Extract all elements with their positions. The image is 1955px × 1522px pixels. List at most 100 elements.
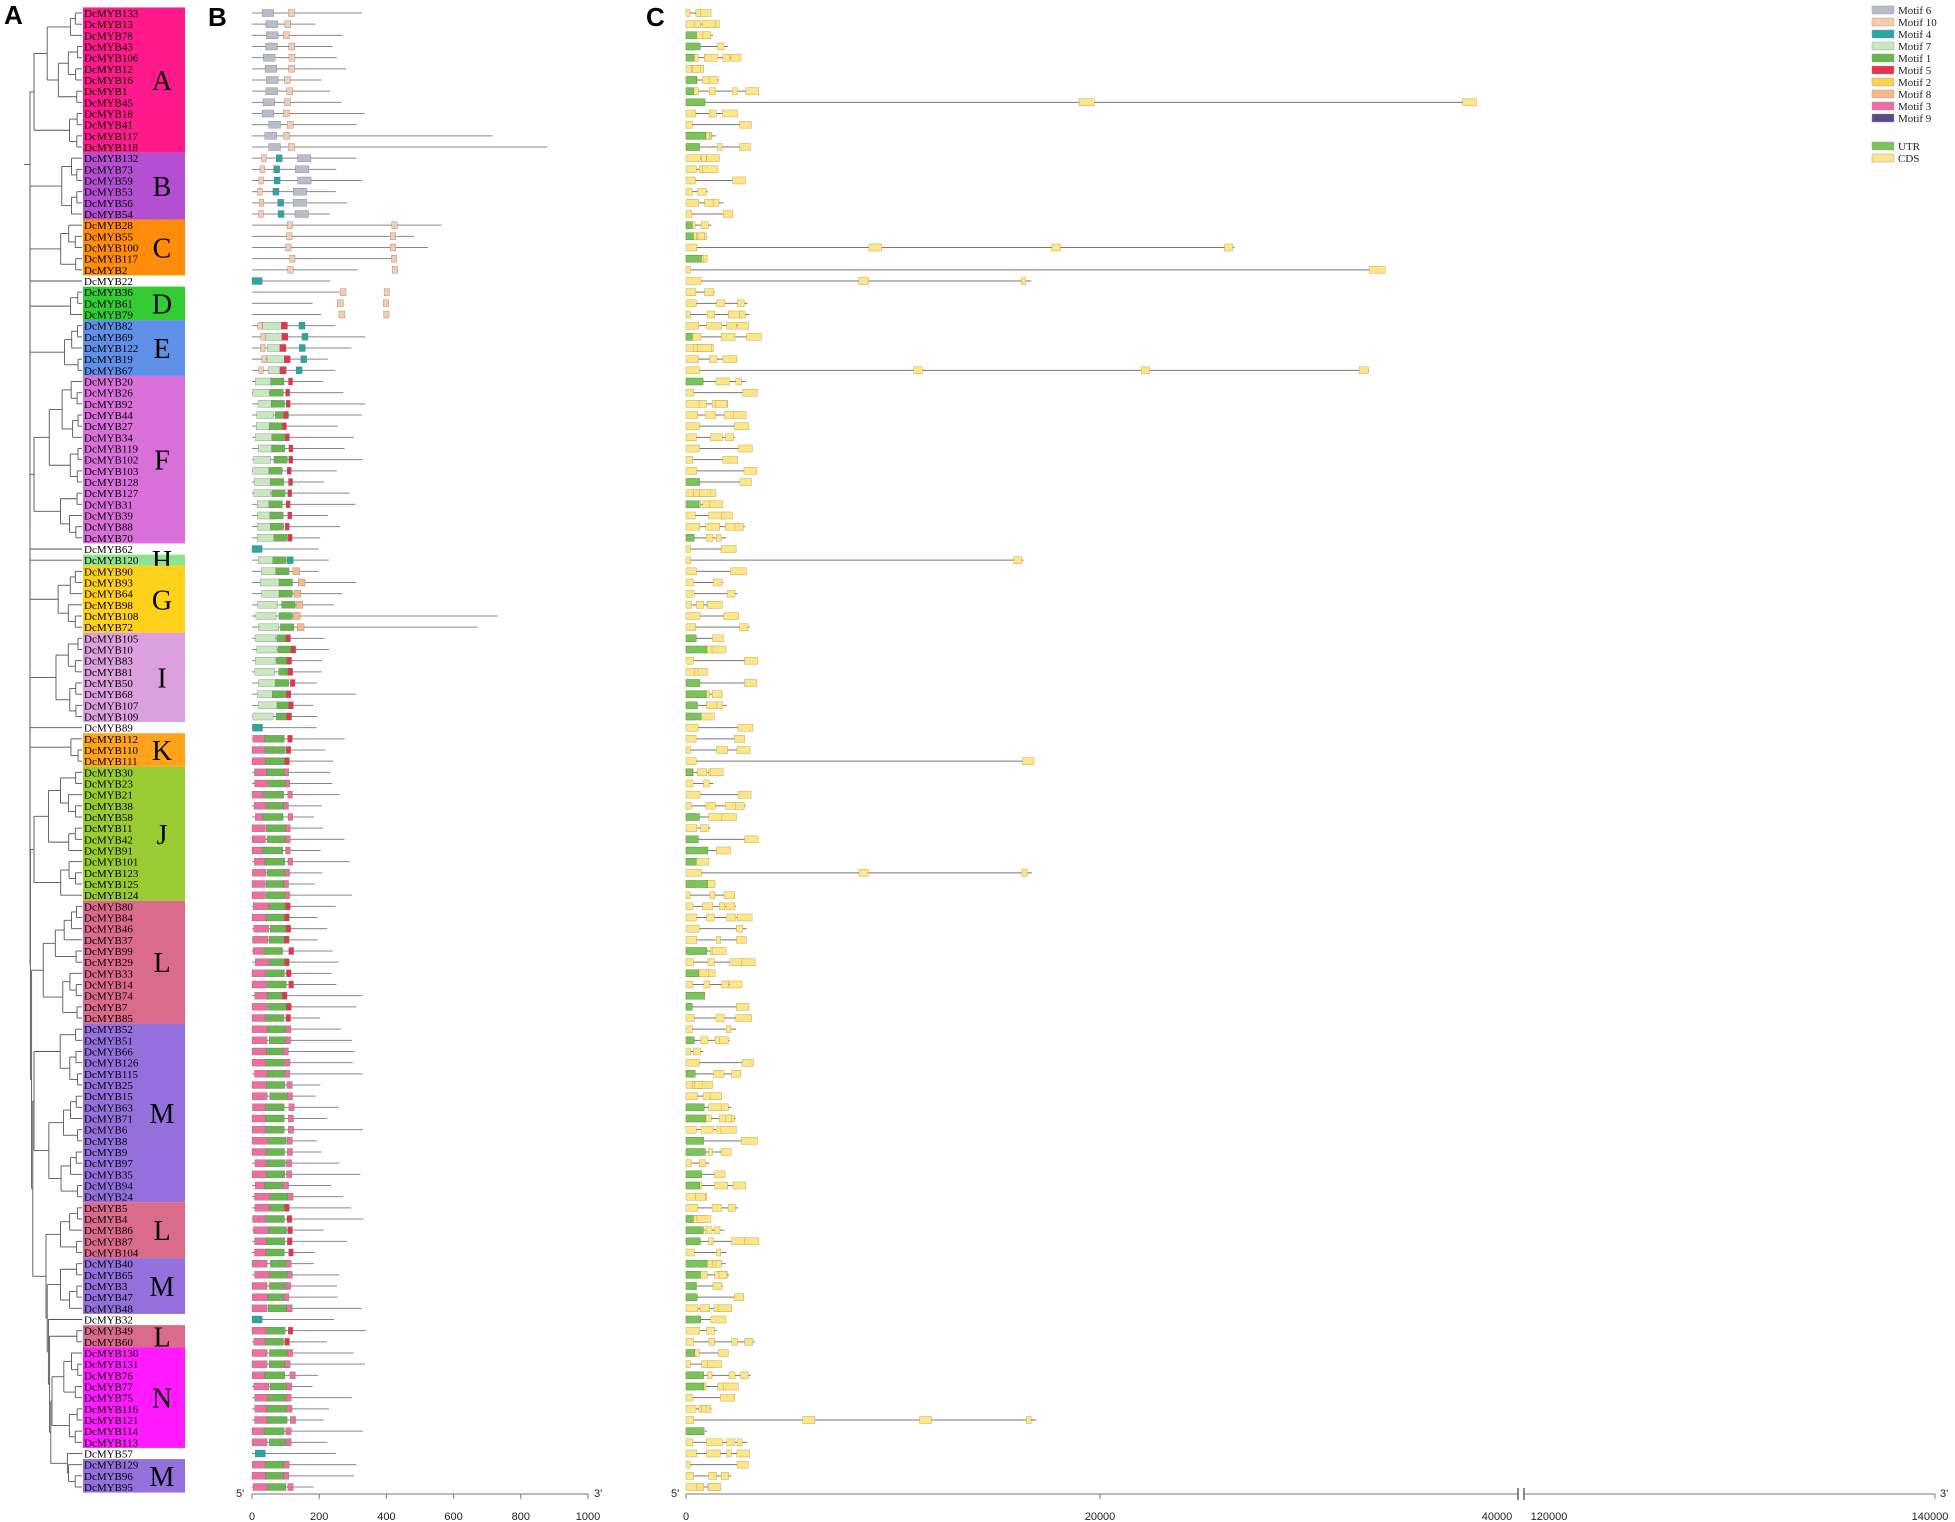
structure-row: [685, 991, 706, 1000]
structure-row: [685, 623, 750, 631]
motif-row: [252, 444, 345, 453]
structure-row: [685, 936, 747, 944]
svg-text:Motif 3: Motif 3: [1898, 101, 1932, 113]
motif-row: [251, 545, 319, 553]
structure-tick-40000: 40000: [1482, 1511, 1513, 1522]
gene-label: DcMYB115: [84, 1069, 138, 1081]
gene-label: DcMYB123: [84, 868, 139, 880]
motif-row: [252, 578, 357, 587]
motif-row: [251, 1349, 354, 1357]
structure-row: [685, 1170, 726, 1179]
gene-label: DcMYB93: [84, 578, 133, 590]
structure-row: [685, 1282, 723, 1290]
motif-axis-start: 5': [236, 1488, 244, 1500]
structure-row: [685, 1271, 729, 1279]
motif-row: [252, 701, 314, 709]
structure-row: [685, 601, 723, 609]
gene-label: DcMYB79: [84, 310, 133, 322]
motif-row: [252, 143, 548, 151]
panel-letter-c: C: [646, 2, 665, 32]
gene-label: DcMYB69: [84, 332, 133, 344]
structure-row: [685, 199, 724, 207]
structure-row: [685, 824, 711, 832]
gene-label: DcMYB121: [84, 1415, 138, 1427]
motif-row: [251, 846, 321, 855]
structure-row: [685, 377, 746, 386]
motif-row: [252, 802, 322, 810]
structure-tick-120000: 120000: [1531, 1511, 1568, 1522]
gene-label: DcMYB78: [84, 30, 133, 42]
clade-block-13: [83, 766, 185, 901]
gene-label: DcMYB74: [84, 991, 133, 1003]
structure-row: [685, 277, 1032, 285]
structure-row: [685, 187, 708, 196]
motif-row: [252, 1226, 324, 1234]
structure-row: [685, 656, 759, 665]
gene-label: DcMYB98: [84, 600, 133, 612]
clade-label-17: M: [150, 1272, 175, 1303]
gene-label: DcMYB106: [84, 53, 139, 65]
gene-label: DcMYB60: [84, 1337, 133, 1349]
gene-label: DcMYB105: [84, 633, 139, 645]
gene-label: DcMYB82: [84, 321, 133, 333]
structure-row: [685, 1393, 735, 1402]
legend-item: Motif 3: [1871, 101, 1932, 113]
clade-label-9: G: [152, 585, 172, 616]
structure-row: [685, 690, 723, 698]
motif-row: [251, 969, 332, 977]
structure-row: [685, 1014, 752, 1022]
structure-row: [685, 1360, 722, 1368]
structure-row: [685, 411, 747, 419]
motif-row: [252, 1181, 331, 1190]
motif-row: [251, 746, 326, 754]
clade-block-16: [83, 1202, 185, 1259]
structure-row: [685, 567, 747, 576]
motif-row: [252, 65, 347, 73]
gene-label: DcMYB100: [84, 243, 139, 255]
structure-row: [685, 53, 742, 62]
svg-text:Motif 8: Motif 8: [1898, 89, 1932, 101]
structure-row: [685, 1483, 722, 1491]
motif-row: [252, 54, 337, 62]
motif-row: [252, 1449, 336, 1458]
motif-row: [252, 76, 322, 84]
structure-row: [685, 1315, 727, 1324]
structure-row: [685, 1070, 742, 1078]
structure-row: [685, 154, 720, 162]
motif-row: [252, 489, 350, 497]
structure-row: [685, 310, 750, 319]
structure-row: [685, 802, 746, 810]
motif-row: [251, 1472, 355, 1480]
structure-row: [685, 1137, 758, 1145]
gene-label: DcMYB54: [84, 209, 133, 221]
structure-row: [685, 266, 1386, 274]
motif-row: [252, 221, 442, 229]
motif-row: [252, 165, 337, 173]
structure-row: [685, 20, 720, 28]
motif-row: [251, 1304, 362, 1312]
structure-row: [685, 355, 738, 363]
motif-row: [251, 1114, 327, 1123]
structure-row: [685, 344, 714, 352]
gene-label: DcMYB89: [84, 723, 133, 735]
structure-row: [685, 1047, 704, 1056]
gene-label: DcMYB97: [84, 1158, 133, 1170]
structure-row: [685, 1349, 729, 1357]
gene-label: DcMYB88: [84, 522, 133, 534]
legend-item: Motif 9: [1871, 113, 1932, 125]
motif-row: [252, 724, 317, 732]
structure-row: [685, 1449, 750, 1458]
structure-row: [685, 1226, 725, 1234]
clade-block-20: [83, 1347, 185, 1448]
structure-row: [685, 1371, 751, 1380]
motif-row: [251, 1315, 335, 1324]
structure-row: [685, 1092, 722, 1100]
motif-row: [252, 9, 363, 17]
gene-label: DcMYB48: [84, 1303, 133, 1315]
gene-label: DcMYB7: [84, 1002, 128, 1014]
clade-label-12: K: [152, 736, 172, 767]
gene-label: DcMYB126: [84, 1058, 139, 1070]
legend-item: Motif 2: [1871, 77, 1931, 89]
